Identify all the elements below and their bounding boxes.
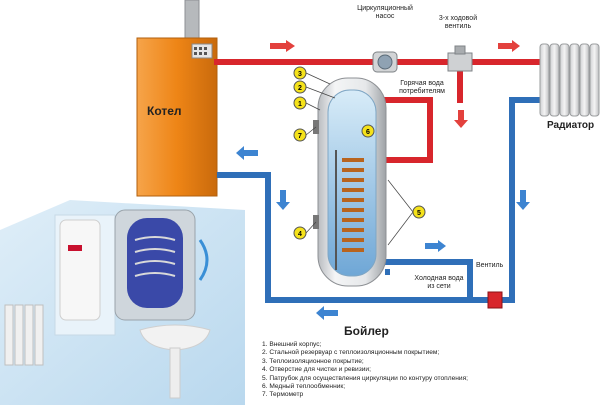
valve3-label: 3-х ходовой вентиль [438, 15, 478, 30]
pump-label: Циркуляционный насос [357, 5, 413, 20]
legend-item: 5. Патрубок для осуществления циркуляции… [262, 374, 468, 382]
callout-5-text: 5 [417, 210, 421, 217]
callout-2-text: 2 [298, 85, 302, 92]
callout-leaders [305, 72, 414, 246]
radiator [539, 43, 600, 117]
legend-item: 6. Медный теплообменник; [262, 383, 346, 391]
cold-pipes [217, 97, 540, 303]
legend: 1. Внешний корпус; 2. Стальной резервуар… [262, 341, 598, 400]
legend-item: 1. Внешний корпус; [262, 341, 322, 348]
callout-2: 2 [293, 80, 307, 94]
legend-item: 3. Теплоизоляционное покрытие; [262, 357, 364, 365]
legend-item: 4. Отверстие для чистки и ревизии; [262, 366, 371, 374]
radiator-label: Радиатор [547, 120, 595, 131]
callout-1: 1 [293, 96, 307, 110]
flow-arrows [236, 40, 530, 320]
shutoff-valve [487, 291, 503, 309]
callout-7: 7 [293, 128, 307, 142]
callout-3: 3 [293, 66, 307, 80]
hot-water-label: Горячая вода потребителям [399, 80, 445, 95]
callout-markers: 3 2 1 7 4 6 5 [293, 66, 426, 240]
callout-6-text: 6 [366, 129, 370, 136]
callout-3-text: 3 [298, 71, 302, 78]
storage-tank [313, 77, 387, 287]
valve-label: Вентиль [476, 262, 504, 269]
callout-7-text: 7 [298, 133, 302, 140]
callout-6: 6 [361, 124, 375, 138]
gas-boiler [136, 0, 218, 197]
callout-5: 5 [412, 205, 426, 219]
callout-1-text: 1 [298, 101, 302, 108]
tank-label: Бойлер [344, 324, 389, 338]
callout-4: 4 [293, 226, 307, 240]
legend-item: 7. Термометр [262, 391, 304, 399]
boiler-label: Котел [147, 104, 182, 118]
callout-4-text: 4 [298, 231, 302, 238]
circulation-pump [372, 51, 398, 73]
cold-water-label: Холодная вода из сети [414, 275, 464, 290]
three-way-valve [447, 45, 473, 72]
legend-item: 2. Стальной резервуар с теплоизоляционны… [262, 349, 440, 357]
bathroom-illustration [0, 200, 245, 405]
